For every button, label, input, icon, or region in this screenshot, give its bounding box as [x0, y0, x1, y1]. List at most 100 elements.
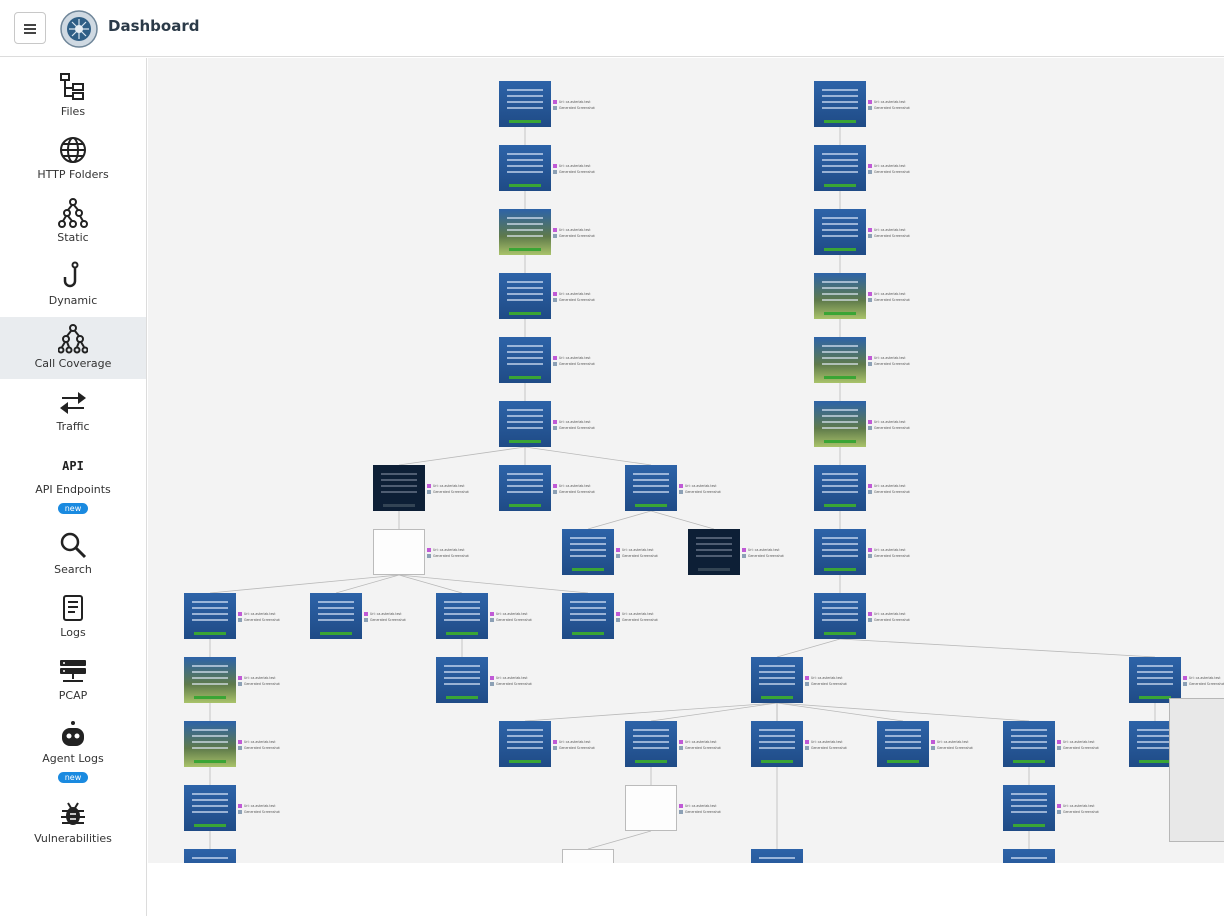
top-bar: Dashboard — [0, 0, 1224, 57]
pcap-icon — [60, 660, 86, 682]
screenshot-thumbnail — [814, 465, 866, 511]
graph-edge — [587, 830, 652, 850]
sidebar-item-call-coverage[interactable]: Call Coverage — [0, 317, 146, 379]
sidebar-item-files[interactable]: Files — [0, 72, 146, 126]
screenshot-thumbnail — [562, 593, 614, 639]
graph-edge — [398, 574, 463, 594]
graph-edge — [587, 510, 652, 530]
sidebar: Files HTTP Folders Static Dynamic — [0, 58, 147, 916]
menu-button[interactable] — [14, 12, 46, 44]
sidebar-item-logs[interactable]: Logs — [0, 593, 146, 647]
sidebar-item-http-folders[interactable]: HTTP Folders — [0, 135, 146, 189]
sidebar-item-label: Vulnerabilities — [34, 832, 112, 845]
screenshot-thumbnail — [625, 721, 677, 767]
sidebar-item-vulnerabilities[interactable]: Vulnerabilities — [0, 799, 146, 853]
sidebar-item-api-endpoints[interactable]: API API Endpoints new — [0, 450, 146, 520]
sidebar-item-dynamic[interactable]: Dynamic — [0, 261, 146, 315]
page-title: Dashboard — [108, 17, 200, 35]
screenshot-thumbnail — [562, 529, 614, 575]
minimap-panel[interactable] — [1169, 698, 1224, 842]
screenshot-thumbnail — [1003, 849, 1055, 863]
screenshot-thumbnail — [814, 529, 866, 575]
screenshot-thumbnail — [184, 721, 236, 767]
screenshot-thumbnail — [751, 657, 803, 703]
screenshot-thumbnail — [814, 273, 866, 319]
screenshot-thumbnail — [499, 145, 551, 191]
sidebar-item-agent-logs[interactable]: Agent Logs new — [0, 719, 146, 789]
sidebar-item-search[interactable]: Search — [0, 530, 146, 584]
screenshot-thumbnail — [499, 337, 551, 383]
screenshot-thumbnail — [184, 849, 236, 863]
screenshot-thumbnail — [184, 657, 236, 703]
screenshot-thumbnail — [373, 465, 425, 511]
sidebar-item-traffic[interactable]: Traffic — [0, 387, 146, 441]
files-tree-icon — [60, 73, 84, 100]
screenshot-thumbnail — [436, 593, 488, 639]
screenshot-thumbnail — [814, 209, 866, 255]
new-badge: new — [57, 772, 89, 783]
graph-edge — [524, 702, 778, 722]
sidebar-item-static[interactable]: Static — [0, 198, 146, 252]
sidebar-item-label: PCAP — [58, 689, 88, 702]
screenshot-thumbnail — [499, 465, 551, 511]
graph-edge — [209, 574, 400, 594]
sidebar-item-pcap[interactable]: PCAP — [0, 656, 146, 710]
